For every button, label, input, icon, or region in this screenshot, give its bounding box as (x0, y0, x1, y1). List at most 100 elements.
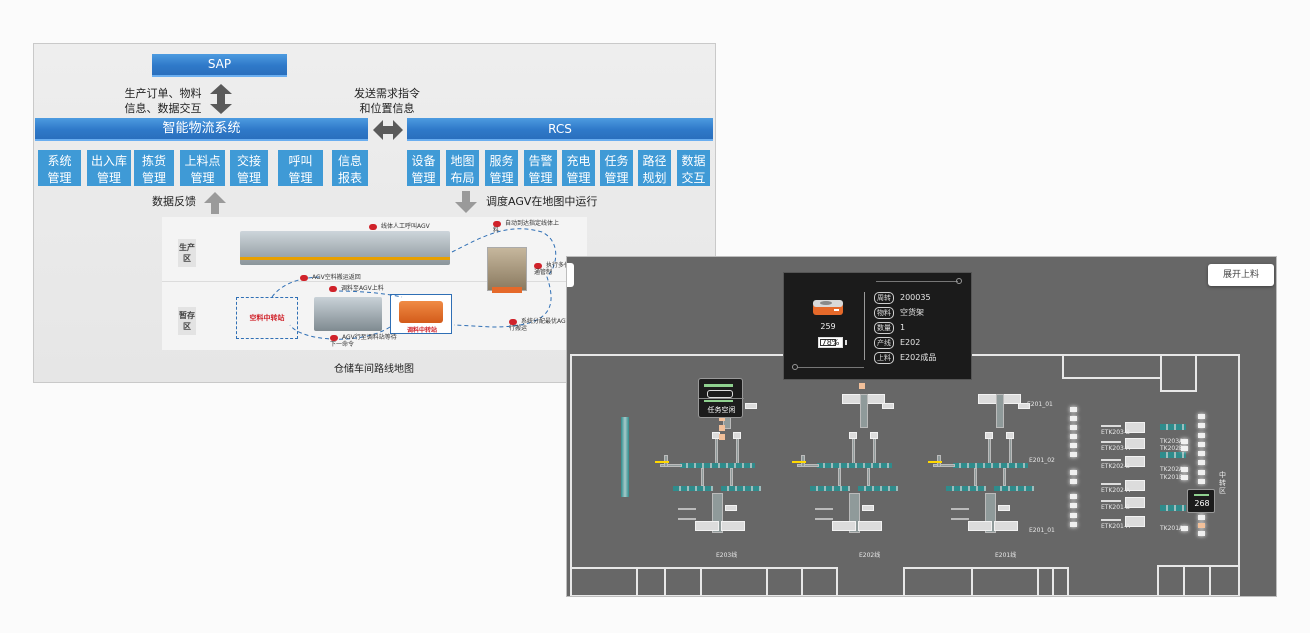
signal-light (1070, 434, 1077, 439)
line-label-e201: E201线 (995, 552, 1017, 559)
rack-label: ETK202-A (1101, 487, 1130, 494)
workstation (745, 403, 757, 409)
station-label: E201_01 (1029, 527, 1055, 534)
signal-light (1070, 470, 1077, 475)
room-outline (664, 567, 702, 596)
branch-conveyor (946, 486, 986, 491)
sap-bar: SAP (152, 54, 287, 77)
tile-text: 系统 (47, 154, 72, 168)
feeder-conveyor (660, 464, 682, 467)
arrow-up-icon (204, 192, 226, 214)
step-text: AGV空料搬运返回 (312, 274, 361, 281)
tile-text: 地图 (450, 154, 475, 168)
wms-module-tile: 上料点管理 (180, 150, 225, 186)
step-marker-icon (300, 274, 308, 281)
main-conveyor (953, 463, 1028, 468)
agv-task-tooltip[interactable]: 任务空闲 (698, 378, 744, 418)
signal-light (1070, 425, 1077, 430)
dispatch-label: 调度AGV在地图中运行 (486, 195, 598, 208)
workstation (695, 521, 719, 531)
lift-column (852, 435, 855, 465)
rcs-module-tile: 告警管理 (524, 150, 557, 186)
room-outline (801, 567, 838, 596)
room-outline (903, 567, 973, 596)
rack-slot (951, 508, 969, 510)
workstation (1125, 497, 1145, 508)
tile-text: 交互 (681, 171, 706, 185)
branch-conveyor (858, 486, 898, 491)
room-outline (1062, 354, 1162, 379)
signal-light (1198, 442, 1205, 447)
workstation (882, 403, 894, 409)
lift-head (870, 432, 878, 439)
signal-light (1198, 451, 1205, 456)
agv-marker (719, 425, 725, 431)
field-value: E202成品 (900, 353, 937, 362)
signal-light (1070, 407, 1077, 412)
field-value: 空货架 (900, 308, 924, 317)
agv-268-badge[interactable]: 268 (1187, 489, 1215, 513)
tk-indicator (1181, 467, 1188, 472)
workstation (858, 521, 882, 531)
collapse-tab[interactable] (567, 263, 574, 287)
wms-module-tile: 出入库管理 (87, 150, 131, 186)
tile-text: 管理 (190, 171, 215, 185)
step-text: 调料至AGV上料 (341, 285, 384, 292)
popup-decor-dot (956, 278, 962, 284)
workstation (1125, 422, 1145, 433)
rcs-module-tile: 任务管理 (600, 150, 633, 186)
rcs-note-line: 和位置信息 (359, 102, 415, 115)
vertical-conveyor (849, 493, 860, 533)
feeder-conveyor (797, 464, 819, 467)
tile-text: 规划 (642, 171, 667, 185)
signal-light (1070, 443, 1077, 448)
task-status-text: 任务空闲 (707, 406, 736, 414)
step-marker-icon (369, 223, 377, 230)
expand-loading-button[interactable]: 展开上料 (1208, 264, 1274, 286)
step-annotation: 线体人工呼叫AGV (369, 221, 430, 230)
empty-transfer-station: 空料中转站 (236, 297, 298, 339)
agv-path-marker (655, 461, 669, 463)
main-conveyor (680, 463, 755, 468)
tile-text: 管理 (528, 171, 553, 185)
tile-text: 任务 (604, 154, 629, 168)
room-outline (1183, 565, 1211, 596)
rack-slot (1101, 519, 1121, 521)
zone-storage: 暂存区 (178, 307, 196, 335)
step-text: 线体人工呼叫AGV (381, 223, 430, 230)
lift-head (1006, 432, 1014, 439)
tile-text: 管理 (236, 171, 261, 185)
lift-column (701, 468, 704, 486)
tk-label: TK201A (1160, 525, 1184, 532)
branch-conveyor (673, 486, 713, 491)
battery-tip-icon (845, 340, 847, 345)
tooltip-divider (699, 398, 744, 399)
rack-station: ETK203-B (1101, 422, 1161, 436)
buffer-conveyor (1160, 424, 1186, 430)
step-marker-icon (329, 285, 337, 292)
rack-slot (678, 518, 696, 520)
field-label: 上料 (874, 352, 894, 364)
signal-light (1070, 416, 1077, 421)
agv-marker (719, 415, 725, 421)
lift-column (736, 435, 739, 465)
field-value: 200035 (900, 293, 931, 302)
rack-station: ETK203-A (1101, 438, 1161, 452)
agv-info-row: 上料 E202成品 (874, 351, 936, 366)
tile-text: 管理 (96, 171, 121, 185)
lift-column (730, 468, 733, 486)
lift-column (715, 435, 718, 465)
double-arrow-vertical-icon (210, 84, 232, 114)
signal-light (1198, 479, 1205, 484)
feedback-label: 数据反馈 (152, 195, 196, 208)
signal-light (1198, 460, 1205, 465)
rack-label: ETK201-A (1101, 523, 1130, 530)
battery-percent: 78% (821, 338, 840, 347)
wms-module-tile: 交接管理 (230, 150, 268, 186)
signal-light (1198, 423, 1205, 428)
agv-marker (719, 434, 725, 440)
agv-battery-bar (704, 400, 733, 402)
